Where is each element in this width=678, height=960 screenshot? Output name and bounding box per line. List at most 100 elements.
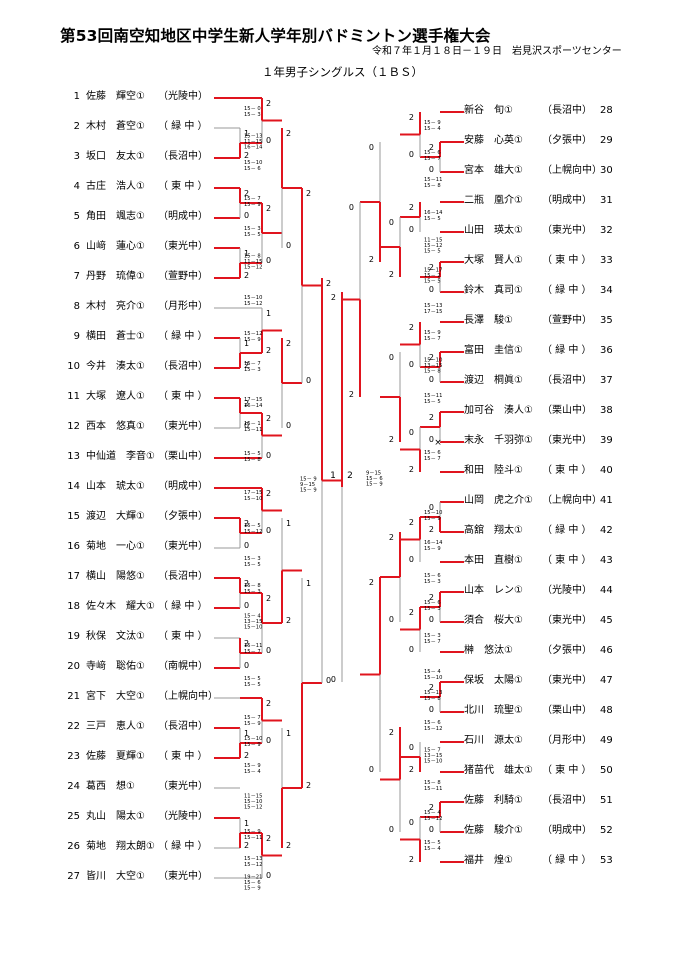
player-number: 44 (600, 585, 613, 596)
player-number: 53 (600, 855, 613, 866)
player-row: 保坂 太陽①（東光中）47 (464, 675, 674, 687)
player-school: （明成中） (158, 211, 208, 222)
round-score: 0 (429, 375, 434, 384)
player-number: 12 (67, 421, 80, 432)
player-row: 4 古庄 浩人① （ 東 中 ） (62, 181, 222, 193)
player-school: （東光中） (158, 781, 208, 792)
player-name: 寺﨑 聡佑① (86, 661, 145, 672)
player-name: 鈴木 真司① (464, 285, 523, 296)
round-score: 2 (286, 841, 291, 850)
player-row: 佐藤 利騎①（長沼中）51 (464, 795, 674, 807)
player-row: 宮本 雄大①（上幌向中）30 (464, 165, 674, 177)
player-number: 46 (600, 645, 613, 656)
player-name: 山岡 虎之介① (464, 495, 533, 506)
player-number: 4 (73, 181, 80, 192)
round-score: 2 (244, 151, 249, 160)
player-number: 45 (600, 615, 613, 626)
player-name: 末永 千羽弥① (464, 435, 533, 446)
player-school: （長沼中） (158, 571, 208, 582)
player-school: （ 緑 中 ） (542, 855, 592, 866)
round-score: 2 (429, 143, 434, 152)
player-number: 3 (73, 151, 80, 162)
player-number: 28 (600, 105, 613, 116)
player-school: （長沼中） (158, 361, 208, 372)
player-row: 渡辺 桐眞①（長沼中）37 (464, 375, 674, 387)
round-score: 2 (266, 414, 271, 423)
player-row: 富田 圭信①（ 緑 中 ）36 (464, 345, 674, 357)
player-number: 21 (67, 691, 80, 702)
player-name: 福井 煌① (464, 855, 513, 866)
round-score: 2 (244, 751, 249, 760)
player-school: （夕張中） (542, 135, 592, 146)
player-number: 2 (73, 121, 80, 132)
player-school: （南幌中） (158, 661, 208, 672)
player-number: 37 (600, 375, 613, 386)
player-school: （長沼中） (158, 721, 208, 732)
player-row: 福井 煌① （ 緑 中 ） 53 (464, 855, 674, 867)
round-score: 0 (429, 825, 434, 834)
player-row: 高舘 翔太①（ 緑 中 ）42 (464, 525, 674, 537)
player-number: 18 (67, 601, 80, 612)
player-number: 6 (73, 241, 80, 252)
round-score: 0 (349, 203, 354, 212)
round-score: 0 (389, 218, 394, 227)
player-number: 47 (600, 675, 613, 686)
round-score: 1 (244, 819, 249, 828)
round-score: 2 (331, 293, 336, 302)
player-name: 西本 悠真① (86, 421, 145, 432)
round-score: 2 (409, 518, 414, 527)
player-school: （ 東 中 ） (158, 181, 208, 192)
player-row: 佐藤 駿介①（明成中）52 (464, 825, 674, 837)
round-score: 2 (244, 519, 249, 528)
player-school: （東光中） (158, 241, 208, 252)
player-row: 須合 桜大①（東光中）45 (464, 615, 674, 627)
player-number: 41 (600, 495, 613, 506)
round-score: 0 (389, 353, 394, 362)
round-score: 0 (429, 435, 434, 444)
player-school: （長沼中） (542, 105, 592, 116)
round-score: 0 (429, 615, 434, 624)
round-score: 2 (409, 323, 414, 332)
player-school: （ 東 中 ） (158, 631, 208, 642)
player-number: 50 (600, 765, 613, 776)
player-name: 秋保 文汰① (86, 631, 145, 642)
player-number: 5 (73, 211, 80, 222)
player-school: （光陵中） (542, 585, 592, 596)
player-name: 古庄 浩人① (86, 181, 145, 192)
player-name: 丹野 琉偉① (86, 271, 145, 282)
round-score: 2 (244, 579, 249, 588)
round-score: 1 (244, 729, 249, 738)
player-row: 12 西本 悠真① （東光中） (62, 421, 222, 433)
player-school: （萱野中） (542, 315, 592, 326)
player-school: （東光中） (158, 421, 208, 432)
player-school: （東光中） (158, 541, 208, 552)
round-score: 2 (409, 765, 414, 774)
player-number: 13 (67, 451, 80, 462)
player-number: 7 (73, 271, 80, 282)
player-school: （東光中） (542, 675, 592, 686)
player-number: 14 (67, 481, 80, 492)
player-name: 渡辺 大輝① (86, 511, 145, 522)
walkover-mark: × (434, 438, 442, 448)
round-score: 2 (349, 390, 354, 399)
round-score: 2 (286, 616, 291, 625)
round-score: 0 (429, 503, 434, 512)
player-name: 葛西 想① (86, 781, 135, 792)
